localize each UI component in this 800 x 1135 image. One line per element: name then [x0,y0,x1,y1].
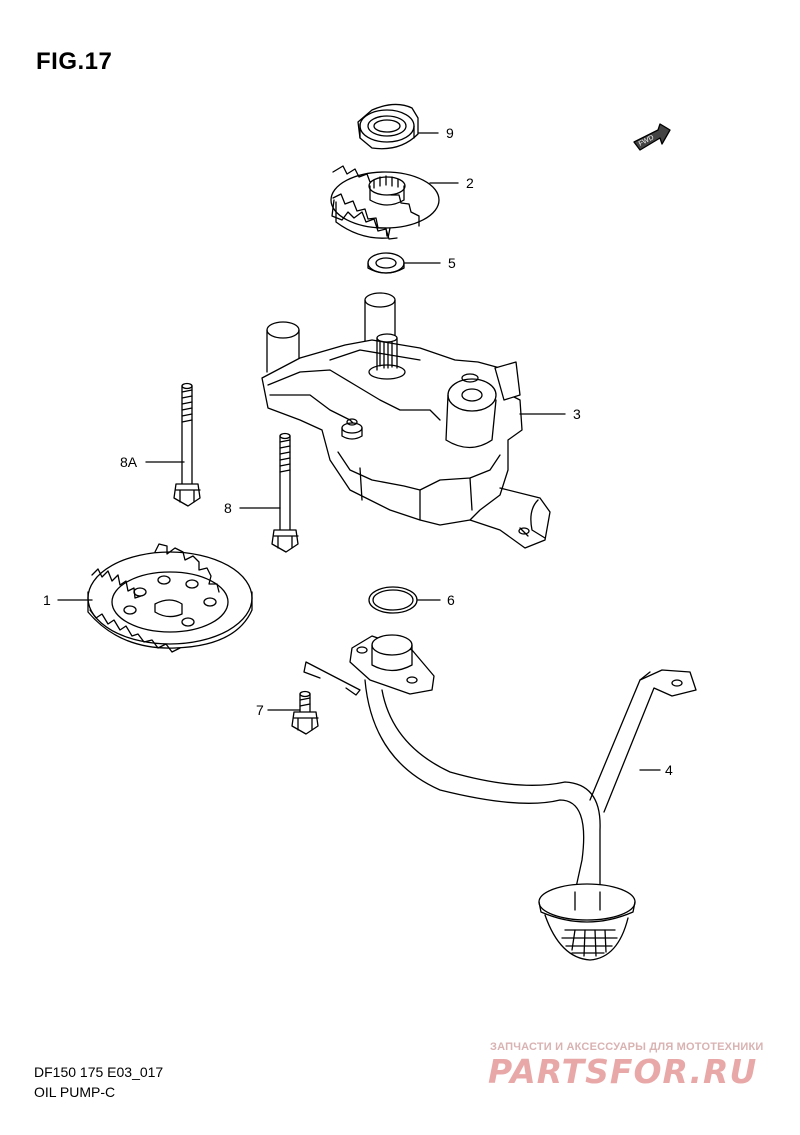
short-bolt-drawing [291,690,319,735]
leader-lines [57,132,661,771]
long-bolt-drawing [173,382,201,507]
callout-8a: 8A [120,454,138,470]
callout-9: 9 [446,125,454,141]
callout-3: 3 [573,406,581,422]
watermark-logo: PARTSFOR.RU [488,1052,758,1091]
watermark-text: ЗАПЧАСТИ И АКСЕССУАРЫ ДЛЯ МОТОТЕХНИКИ [490,1041,764,1053]
bolt-drawing [271,432,299,553]
callout-5: 5 [448,255,456,271]
o-ring-drawing [368,586,418,614]
figure-code: DF150 175 E03_017 [34,1064,164,1080]
callout-7: 7 [256,702,264,718]
callout-1: 1 [43,592,51,608]
strainer-pipe-drawing [349,634,697,961]
figure-title: FIG.17 [36,48,113,75]
callout-2: 2 [466,175,474,191]
callout-6: 6 [447,592,455,608]
driven-gear-drawing [330,165,440,240]
washer-drawing [367,252,405,274]
break-line [303,661,361,696]
fwd-arrow-icon [633,123,671,151]
oil-seal-drawing [357,103,419,150]
drive-gear-drawing [87,543,253,653]
figure-name: OIL PUMP-C [34,1084,116,1100]
callout-4: 4 [665,762,673,778]
callout-8: 8 [224,500,232,516]
oil-pump-drawing [261,292,551,549]
